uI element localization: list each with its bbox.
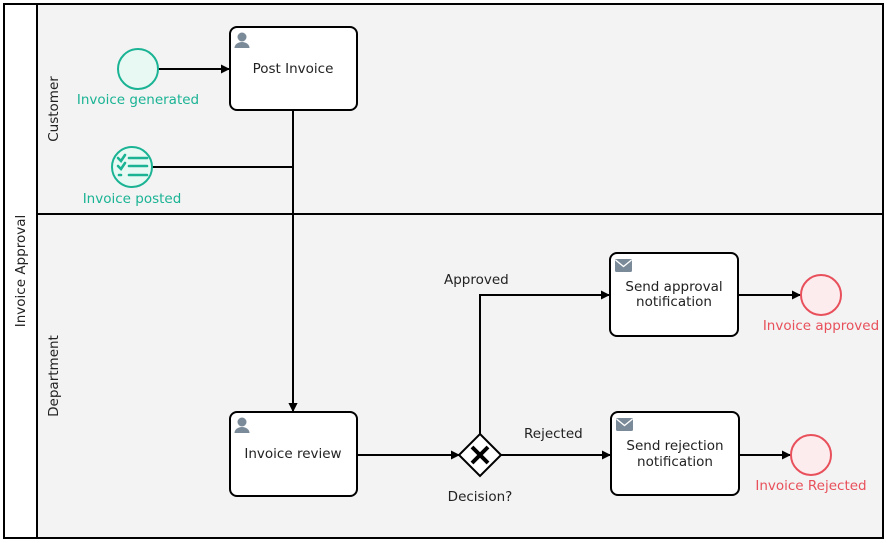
flow-label-rejected: Rejected (524, 426, 583, 442)
flow-label-approved: Approved (444, 272, 509, 288)
exclusive-x-icon (470, 445, 490, 465)
flow-posted-to-review[interactable] (152, 166, 298, 412)
lane-title-department: Department (46, 335, 62, 417)
task-label-send-approval-1: Send approval (625, 279, 722, 295)
pool-title: Invoice Approval (13, 215, 29, 327)
lane-title-customer: Customer (46, 76, 62, 142)
user-icon (234, 32, 250, 48)
lane-department[interactable] (36, 213, 884, 539)
start-event-label-generated: Invoice generated (77, 92, 199, 108)
sequence-flows (152, 64, 801, 460)
start-event-invoice-posted[interactable] (111, 146, 153, 188)
lane-customer[interactable] (36, 3, 884, 215)
task-send-rejection[interactable]: Send rejection notification (610, 411, 740, 496)
list-icon (116, 153, 149, 177)
task-invoice-review[interactable]: Invoice review (229, 411, 358, 497)
end-event-label-rejected: Invoice Rejected (755, 478, 866, 494)
start-event-label-posted: Invoice posted (83, 191, 182, 207)
task-label-send-rejection-2: notification (637, 454, 713, 470)
start-event-invoice-generated[interactable] (117, 48, 159, 90)
task-post-invoice[interactable]: Post Invoice (229, 26, 358, 111)
task-label-send-approval-2: notification (636, 294, 712, 310)
envelope-icon (615, 259, 632, 272)
gateway-label: Decision? (448, 489, 513, 505)
task-label-post-invoice: Post Invoice (253, 61, 334, 77)
end-event-invoice-approved[interactable] (800, 274, 842, 316)
flow-decision-approved[interactable] (479, 290, 610, 434)
task-send-approval[interactable]: Send approval notification (609, 252, 739, 337)
end-event-invoice-rejected[interactable] (790, 434, 832, 476)
user-icon (234, 417, 250, 433)
gateway-decision[interactable] (457, 432, 503, 478)
task-label-send-rejection-1: Send rejection (626, 438, 723, 454)
task-label-invoice-review: Invoice review (244, 446, 341, 462)
envelope-icon (616, 418, 633, 431)
end-event-label-approved: Invoice approved (763, 318, 879, 334)
